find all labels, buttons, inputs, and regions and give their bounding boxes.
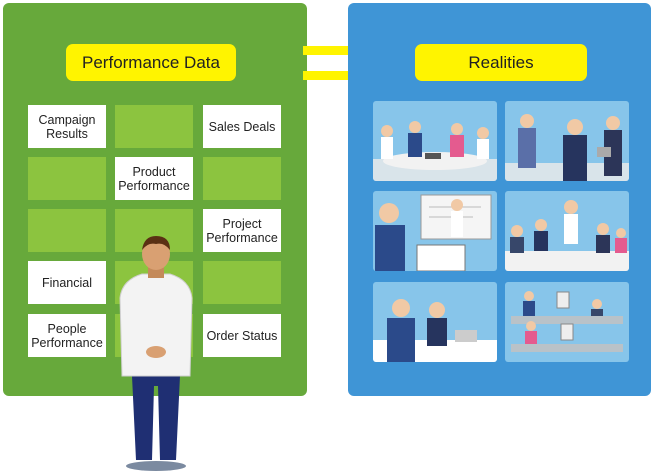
performance-data-title: Performance Data: [66, 44, 236, 81]
grid-cell-empty: [28, 157, 106, 200]
grid-cell-empty: [203, 261, 281, 304]
standing-man-figure: [112, 236, 200, 472]
grid-cell-empty: [28, 209, 106, 252]
group-meeting-illustration: [505, 191, 629, 271]
cell-financial: Financial: [28, 261, 106, 304]
handshake-illustration: [373, 282, 497, 362]
cell-sales-deals: Sales Deals: [203, 105, 281, 148]
grid-cell-empty: [203, 157, 281, 200]
cell-people-performance: People Performance: [28, 314, 106, 357]
cell-project-performance: Project Performance: [203, 209, 281, 252]
equals-sign-top-bar: [303, 46, 360, 55]
meeting-illustration: [373, 101, 497, 181]
cell-order-status: Order Status: [203, 314, 281, 357]
equals-sign-bottom-bar: [303, 71, 360, 80]
grid-cell-empty: [115, 105, 193, 148]
office-desks-illustration: [505, 282, 629, 362]
cell-campaign-results: Campaign Results: [28, 105, 106, 148]
cell-product-performance: Product Performance: [115, 157, 193, 200]
standing-discussion-illustration: [505, 101, 629, 181]
presentation-illustration: [373, 191, 497, 271]
realities-title: Realities: [415, 44, 587, 81]
